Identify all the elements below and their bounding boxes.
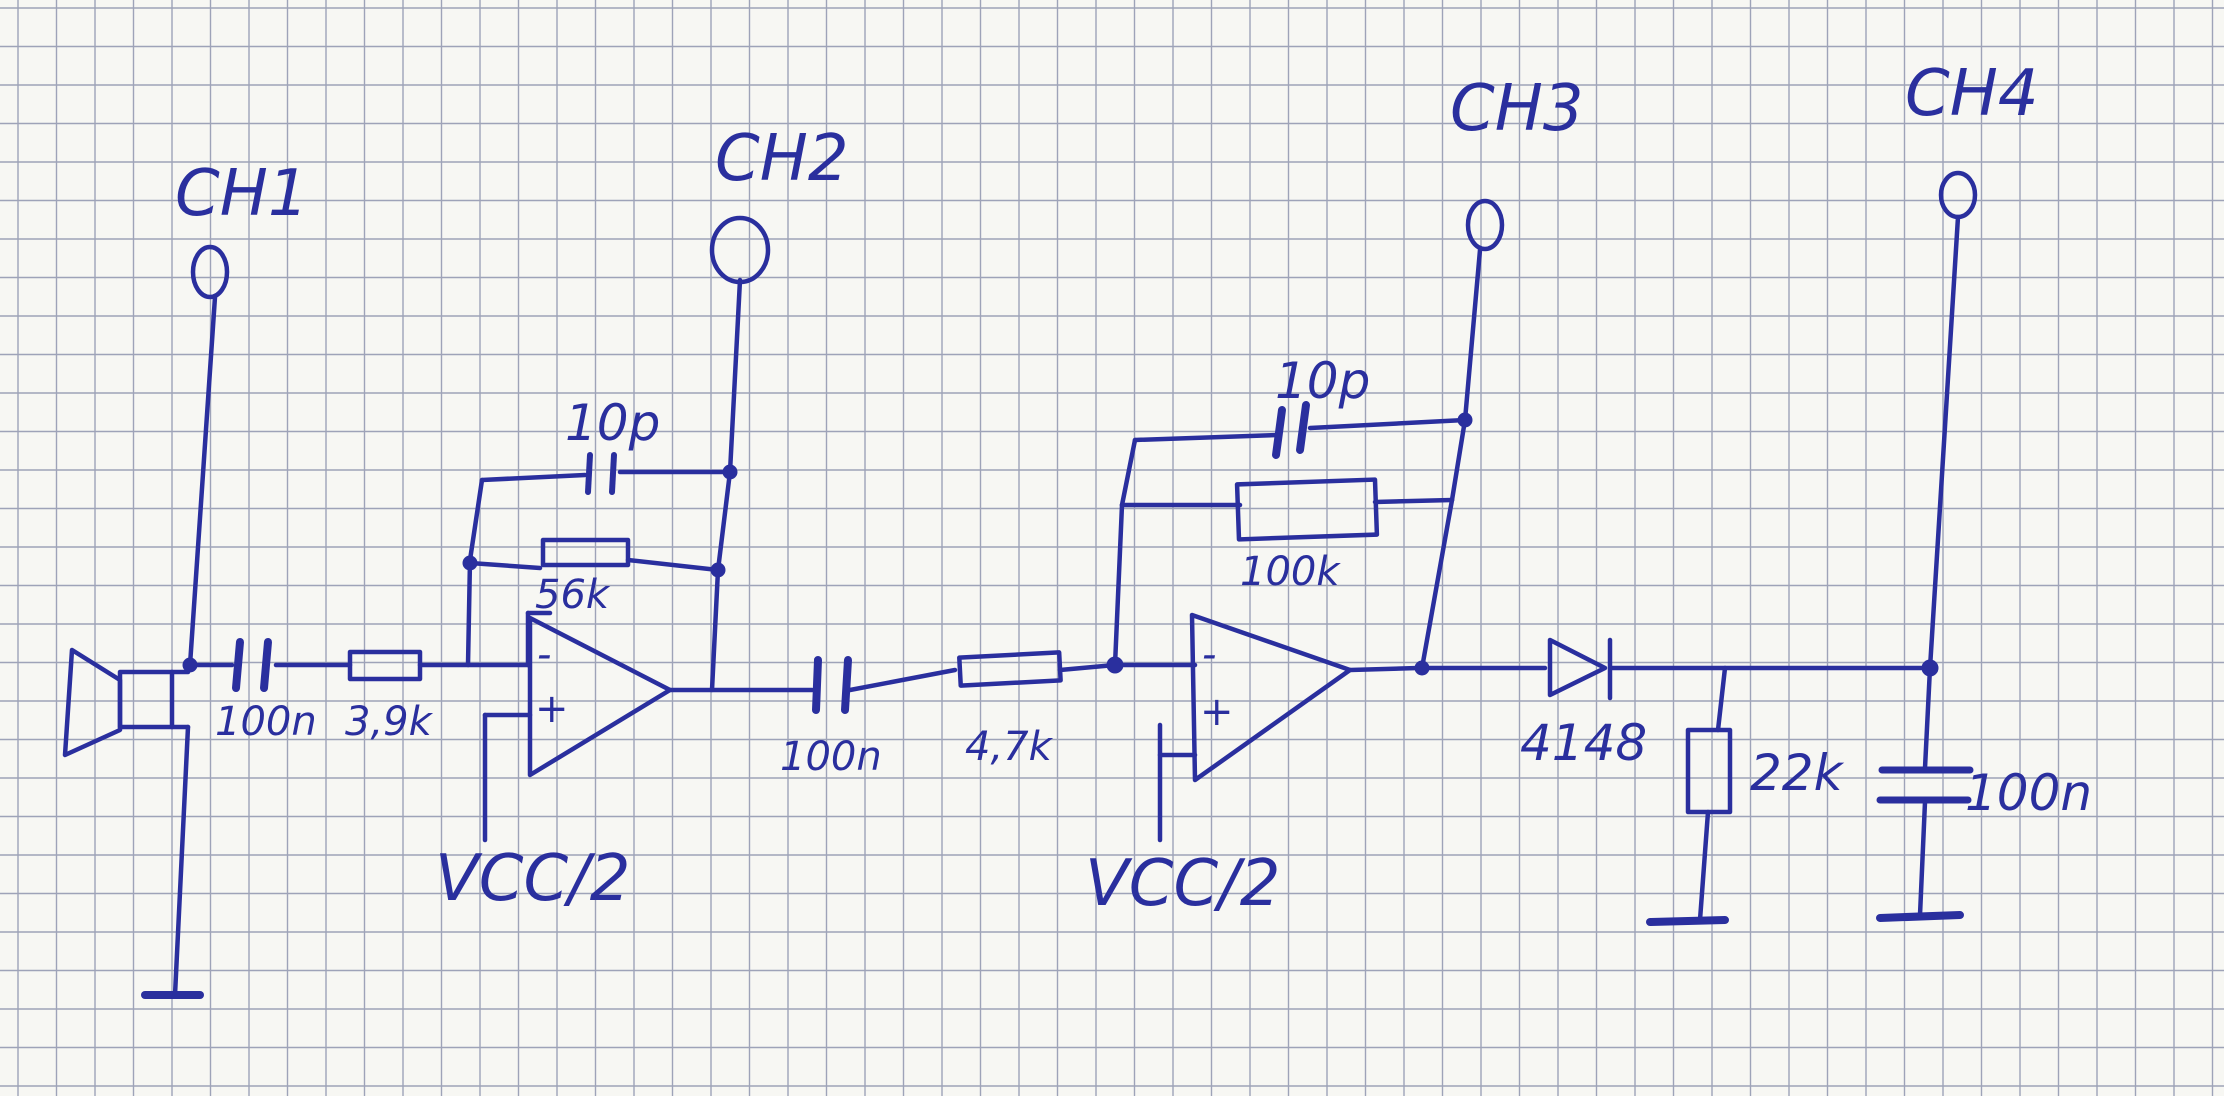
label-c-mid: 100n — [780, 734, 882, 780]
stage2-input-resistor — [957, 650, 1063, 688]
label-c-fb2: 10p — [1275, 352, 1370, 410]
label-r-fb2: 100k — [1240, 549, 1341, 595]
opamp-2: - + — [1189, 612, 1353, 783]
opamp1-minus-sign: - — [537, 632, 551, 678]
label-r-mid: 4,7k — [965, 724, 1054, 770]
input-resistor — [347, 649, 423, 682]
stage1-feedback-capacitor — [585, 452, 617, 495]
opamp2-minus-sign: - — [1202, 632, 1216, 678]
label-c-fb1: 10p — [565, 394, 660, 452]
probe-ch4 — [1927, 170, 1978, 671]
probe-ch1 — [182, 244, 230, 673]
microphone-symbol — [62, 647, 191, 758]
junction-dot — [1457, 412, 1473, 428]
junction-dot — [1106, 656, 1124, 674]
input-capacitor — [232, 638, 272, 692]
label-c-out: 100n — [1965, 764, 2092, 822]
junction-dot — [710, 562, 726, 578]
load-resistor — [1685, 665, 1733, 923]
label-r-fb1: 56k — [535, 572, 611, 618]
junction-dot — [722, 464, 738, 480]
stage2-feedback-capacitor — [1272, 401, 1310, 459]
supply-label-1: VCC/2 — [435, 842, 630, 916]
coupling-capacitor — [812, 656, 852, 714]
opamp1-plus-sign: + — [535, 686, 569, 732]
label-r-in: 3,9k — [345, 699, 434, 745]
probe-ch2 — [709, 215, 771, 285]
signal-wires — [185, 610, 1933, 843]
stage2-feedback-wires — [1112, 247, 1483, 671]
supply-label-2: VCC/2 — [1085, 847, 1280, 921]
label-diode: 4148 — [1520, 714, 1647, 772]
label-c-in: 100n — [215, 699, 317, 745]
label-r-load: 22k — [1750, 744, 1845, 802]
probe-label-ch1: CH1 — [175, 157, 309, 231]
junction-dot — [462, 555, 478, 571]
probe-label-ch3: CH3 — [1450, 72, 1584, 146]
probe-label-ch4: CH4 — [1905, 57, 2039, 131]
ground-output — [1876, 911, 1964, 922]
stage1-feedback-resistor — [540, 537, 631, 568]
opamp-1: - + — [527, 615, 673, 778]
stage2-feedback-resistor — [1234, 477, 1380, 542]
junction-dot — [1414, 660, 1430, 676]
opamp2-plus-sign: + — [1200, 689, 1234, 735]
diode — [1547, 637, 1613, 701]
stage1-feedback-wires — [465, 277, 743, 693]
ground-load — [1646, 916, 1729, 926]
output-capacitor — [1876, 665, 1974, 918]
probe-ch3 — [1465, 198, 1505, 252]
ground-left — [141, 724, 204, 999]
probe-label-ch2: CH2 — [715, 122, 849, 196]
